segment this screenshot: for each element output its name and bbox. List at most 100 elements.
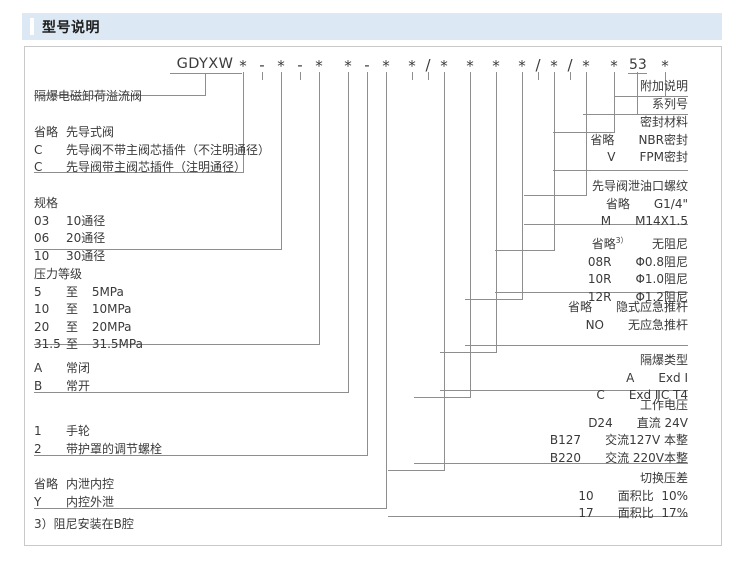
legend-value: 20MPa xyxy=(88,319,132,334)
legend-code: D24 xyxy=(588,415,613,430)
legend-code: 03 xyxy=(34,213,50,228)
legend-desc: 密封材料 xyxy=(639,115,688,129)
legend-desc: 系列号 xyxy=(651,97,688,111)
legend-gap xyxy=(634,371,658,385)
legend-gap xyxy=(616,150,640,164)
legend-desc: M14X1.5 xyxy=(635,214,688,228)
legend-desc: 常开 xyxy=(66,378,91,393)
legend-code: 31.5 xyxy=(34,337,61,351)
legend-code: 省略 xyxy=(590,132,615,147)
legend-desc: 内控外泄 xyxy=(66,494,115,509)
legend-code: 12R xyxy=(587,289,612,304)
legend-row: M M14X1.5 xyxy=(440,213,688,231)
legend-row: 切换压差 xyxy=(440,470,688,488)
legend-code: Y xyxy=(34,494,42,509)
legend-desc: Exd Ⅰ xyxy=(658,370,688,385)
legend-gap xyxy=(628,237,652,251)
legend-code: C xyxy=(34,160,43,174)
legend-row: 08R Φ0.8阻尼 xyxy=(440,254,688,272)
legend-gap xyxy=(581,451,605,465)
legend-desc: 10通径 xyxy=(66,213,106,228)
legend-row: 省略 隐式应急推杆 xyxy=(440,299,688,317)
legend-row: 10 至 10MPa xyxy=(34,301,143,319)
legend-desc: 先导阀不带主阀芯插件（不注明通径） xyxy=(66,142,271,157)
legend-desc: 面积比 17% xyxy=(617,506,688,520)
legend-desc: 20通径 xyxy=(66,231,106,245)
legend-desc: 至 xyxy=(66,302,79,316)
legend-code: 规格 xyxy=(34,196,59,210)
legend-row: B220 交流 220V本整 xyxy=(440,450,688,468)
legend-row: 10 面积比 10% xyxy=(440,488,688,506)
footnote: 3）阻尼安装在B腔 xyxy=(34,517,134,531)
legend-desc: 内泄内控 xyxy=(66,477,115,491)
legend-code: B127 xyxy=(549,433,582,447)
legend-value: 31.5MPa xyxy=(88,337,143,351)
legend-code: A xyxy=(626,370,635,385)
legend-desc: 先导式阀 xyxy=(66,125,115,139)
legend-group-product-name: 隔爆电磁卸荷溢流阀 xyxy=(34,88,142,106)
legend-code: 省略 xyxy=(591,237,616,251)
legend-desc: 无应急推杆 xyxy=(627,317,688,332)
legend-gap xyxy=(604,318,628,332)
legend-desc: 常闭 xyxy=(66,361,91,375)
legend-desc: 直流 24V xyxy=(636,415,688,430)
legend-row: 系列号 xyxy=(440,96,688,114)
legend-row: 06 20通径 xyxy=(34,230,105,248)
legend-desc: Φ0.8阻尼 xyxy=(635,254,688,269)
legend-row: 附加说明 xyxy=(440,78,688,96)
legend-code: NO xyxy=(585,317,604,332)
legend-group-series-number: 系列号 xyxy=(440,96,688,114)
legend-desc: FPM密封 xyxy=(639,150,689,164)
legend-row: 省略内泄内控 xyxy=(34,476,114,494)
legend-row: C Exd ⅡC T4 xyxy=(440,387,688,405)
legend-desc: NBR密封 xyxy=(638,132,688,147)
legend-code: B220 xyxy=(549,450,582,465)
legend-row: 工作电压 xyxy=(440,397,688,415)
legend-code: 5 xyxy=(34,284,42,299)
legend-desc: 隔爆类型 xyxy=(639,353,688,367)
section-header-bar: 型号说明 xyxy=(22,13,722,40)
legend-desc: 带护罩的调节螺栓 xyxy=(66,441,163,456)
legend-desc: 至 xyxy=(66,284,79,299)
legend-row: C 先导阀不带主阀芯插件（不注明通径） xyxy=(34,142,270,160)
legend-desc: 至 xyxy=(66,337,79,351)
legend-row: 省略3） 无阻尼 xyxy=(440,232,688,254)
legend-code: 06 xyxy=(34,231,50,245)
legend-row: A Exd Ⅰ xyxy=(440,370,688,388)
legend-gap xyxy=(611,255,635,269)
legend-code: 20 xyxy=(34,319,50,334)
legend-code: 10 xyxy=(34,302,50,316)
legend-row: 省略 G1/4" xyxy=(440,196,688,214)
legend-code: C xyxy=(34,142,43,157)
legend-code: 10 xyxy=(34,248,50,263)
legend-value: 10MPa xyxy=(88,302,132,316)
legend-gap xyxy=(581,433,605,447)
legend-code: M xyxy=(600,214,612,228)
legend-desc: 交流127V 本整 xyxy=(605,433,688,447)
legend-gap xyxy=(611,214,635,228)
legend-desc: G1/4" xyxy=(653,196,688,211)
legend-code: 省略 xyxy=(34,125,59,139)
legend-footnote-marker: 3） xyxy=(615,236,628,245)
legend-row: B127 交流127V 本整 xyxy=(440,432,688,450)
legend-gap xyxy=(592,300,616,314)
legend-row: 31.5 至 31.5MPa xyxy=(34,336,143,354)
legend-desc: 无阻尼 xyxy=(651,237,688,251)
legend-group-additional-note: 附加说明 xyxy=(440,78,688,96)
legend-code: 隔爆电磁卸荷溢流阀 xyxy=(34,89,143,103)
legend-gap xyxy=(594,489,618,503)
legend-desc: 附加说明 xyxy=(639,79,688,93)
legend-code: 10R xyxy=(587,272,612,286)
diagram-frame xyxy=(24,46,722,546)
